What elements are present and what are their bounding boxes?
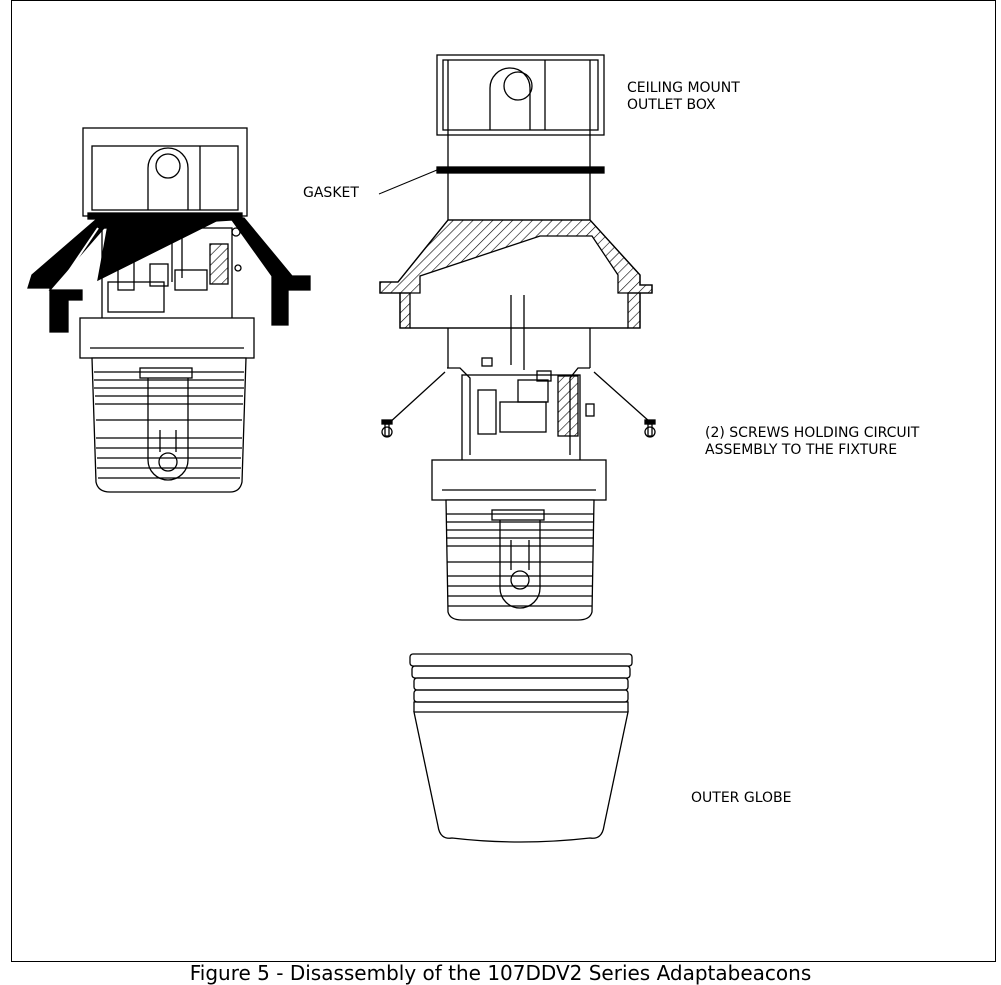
figure-caption: Figure 5 - Disassembly of the 107DDV2 Se… bbox=[189, 961, 812, 985]
figure-frame bbox=[11, 0, 996, 962]
screws-label-line2: ASSEMBLY TO THE FIXTURE bbox=[705, 442, 898, 458]
left-screw bbox=[381, 371, 446, 438]
gasket bbox=[436, 166, 605, 174]
ceiling-mount-label: CEILING MOUNT OUTLET BOX bbox=[627, 80, 740, 114]
fixture-flange bbox=[431, 459, 607, 501]
outer-globe bbox=[409, 653, 633, 843]
exploded-fixture bbox=[378, 54, 656, 843]
screws-label-line1: (2) SCREWS HOLDING CIRCUIT bbox=[705, 425, 920, 441]
outlet-box bbox=[436, 54, 605, 136]
right-screw bbox=[593, 371, 656, 438]
assembled-flange bbox=[79, 317, 255, 359]
screws-label: (2) SCREWS HOLDING CIRCUIT ASSEMBLY TO T… bbox=[705, 425, 919, 459]
ceiling-mount-label-line1: CEILING MOUNT bbox=[627, 80, 740, 96]
assembled-outlet-box bbox=[82, 127, 248, 217]
ceiling-mount-label-line2: OUTLET BOX bbox=[627, 97, 716, 113]
assembled-fixture bbox=[27, 127, 311, 493]
gasket-label: GASKET bbox=[303, 185, 359, 201]
outer-globe-label: OUTER GLOBE bbox=[691, 790, 792, 806]
exploded-assembly-diagram bbox=[27, 54, 656, 843]
